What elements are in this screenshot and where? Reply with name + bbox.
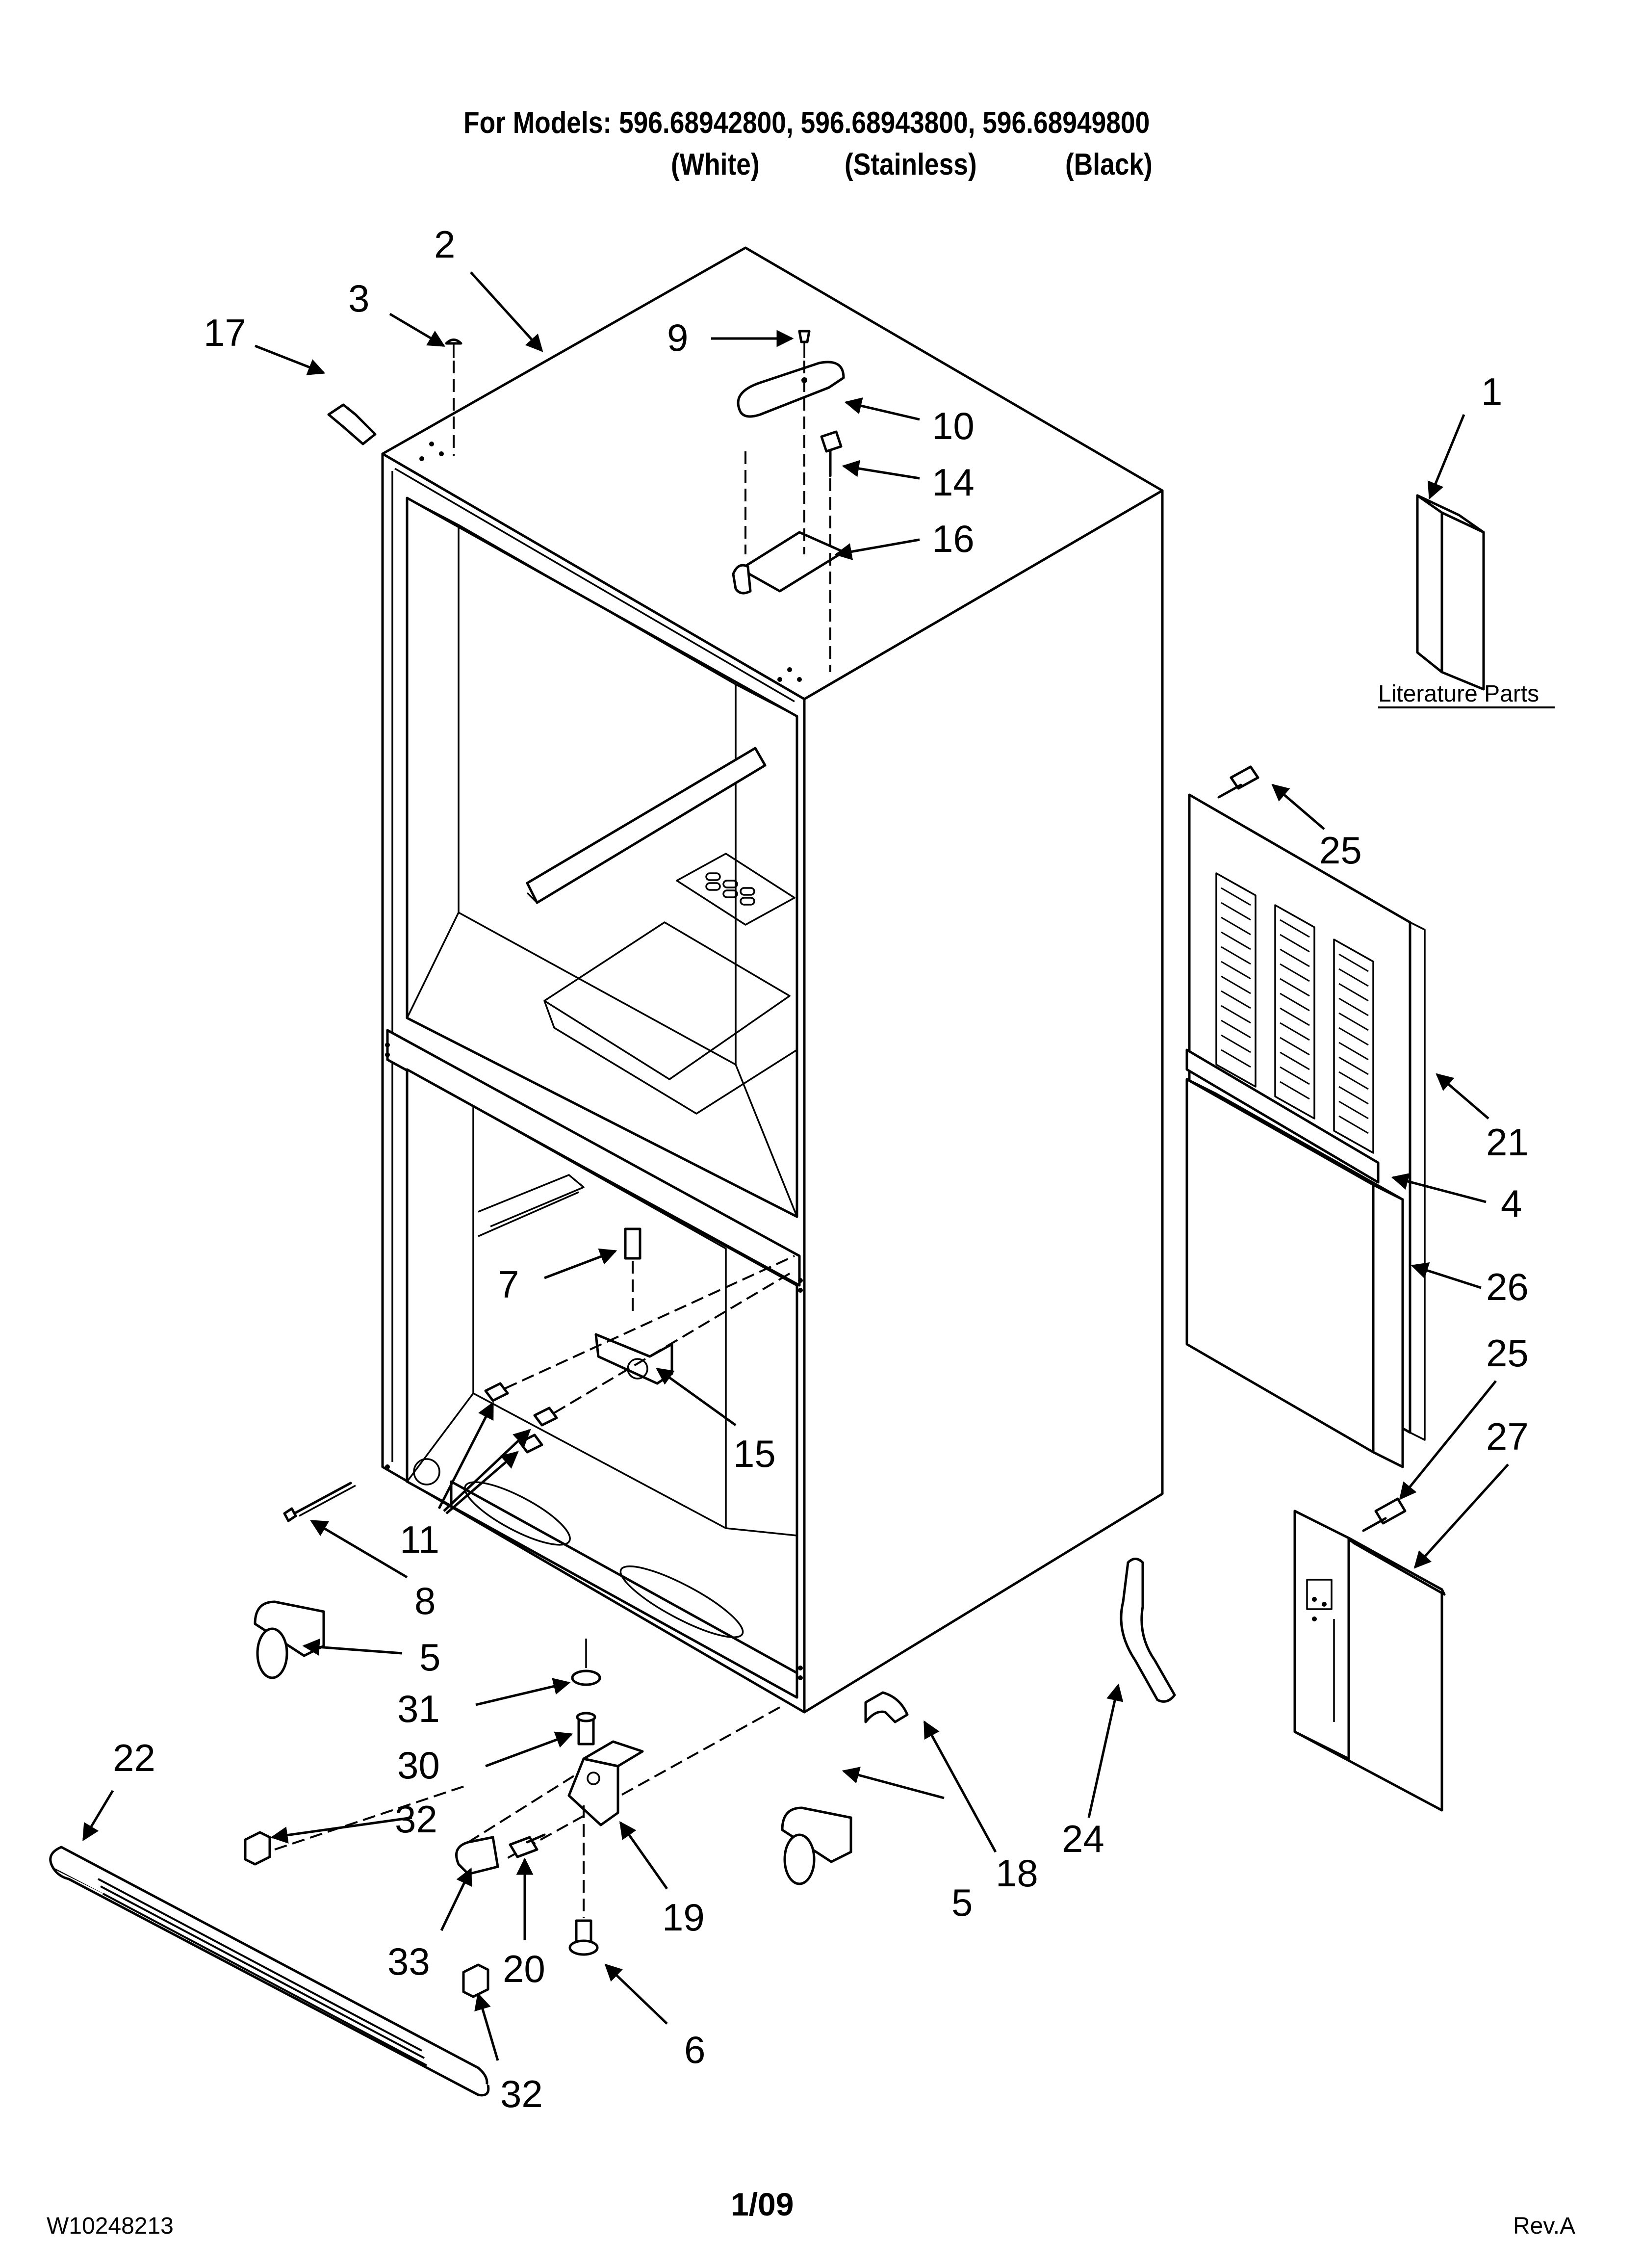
callout-11: 11 <box>400 1518 439 1561</box>
callout-21: 21 <box>1486 1121 1529 1164</box>
callout-10: 10 <box>932 404 975 447</box>
callout-25-lower: 25 <box>1486 1331 1529 1375</box>
callout-9: 9 <box>667 316 688 359</box>
finish-white-label: (White) <box>671 148 760 182</box>
callout-5-left: 5 <box>419 1636 440 1679</box>
top-hinge-assembly <box>732 330 845 672</box>
callout-1: 1 <box>1481 370 1502 413</box>
callout-15: 15 <box>733 1432 776 1475</box>
literature-parts-label: Literature Parts <box>1378 681 1539 707</box>
callout-16: 16 <box>932 517 975 560</box>
finish-stainless-label: (Stainless) <box>845 148 977 182</box>
cabinet-clip <box>327 403 377 445</box>
literature-booklet <box>1416 494 1485 691</box>
callout-4: 4 <box>1501 1182 1522 1225</box>
callout-27: 27 <box>1486 1415 1529 1458</box>
callout-arrows <box>82 271 1509 2061</box>
refrigerator-cabinet <box>381 246 1164 1860</box>
revision-date: 1/09 <box>731 2186 794 2222</box>
cabinet-top-screw <box>445 339 462 456</box>
tube-clamp <box>864 1691 909 1723</box>
callout-2: 2 <box>434 223 455 266</box>
callout-20: 20 <box>503 1947 545 1990</box>
base-grille <box>49 1785 490 2097</box>
callout-7: 7 <box>498 1263 519 1306</box>
callout-14: 14 <box>932 461 975 504</box>
callout-19: 19 <box>662 1896 705 1939</box>
callout-3: 3 <box>348 277 369 320</box>
revision-label: Rev.A <box>1513 2213 1576 2239</box>
finish-black-label: (Black) <box>1065 148 1153 182</box>
callout-18: 18 <box>996 1851 1038 1895</box>
document-number: W10248213 <box>47 2213 174 2239</box>
callout-8: 8 <box>414 1579 436 1622</box>
callout-31: 31 <box>397 1687 440 1730</box>
callout-26: 26 <box>1486 1265 1529 1308</box>
callout-labels: 1 2 3 17 9 10 14 16 25 21 4 26 25 27 7 1… <box>113 223 1529 2115</box>
callout-17: 17 <box>204 311 246 354</box>
callout-33: 33 <box>387 1940 430 1983</box>
callout-22: 22 <box>113 1736 155 1779</box>
callout-32-upper: 32 <box>395 1798 437 1841</box>
callout-24: 24 <box>1062 1817 1104 1860</box>
callout-30: 30 <box>397 1744 440 1787</box>
callout-5-right: 5 <box>951 1881 973 1924</box>
models-heading: For Models: 596.68942800, 596.68943800, … <box>463 106 1150 140</box>
electrical-box-cover <box>1293 1497 1446 1812</box>
callout-25-upper: 25 <box>1319 829 1362 872</box>
panel-strip <box>1185 1048 1380 1184</box>
callout-6: 6 <box>684 2028 705 2071</box>
drain-tube <box>1120 1558 1176 1703</box>
callout-32-lower: 32 <box>500 2072 543 2115</box>
insulation-pad <box>1185 1078 1404 1468</box>
